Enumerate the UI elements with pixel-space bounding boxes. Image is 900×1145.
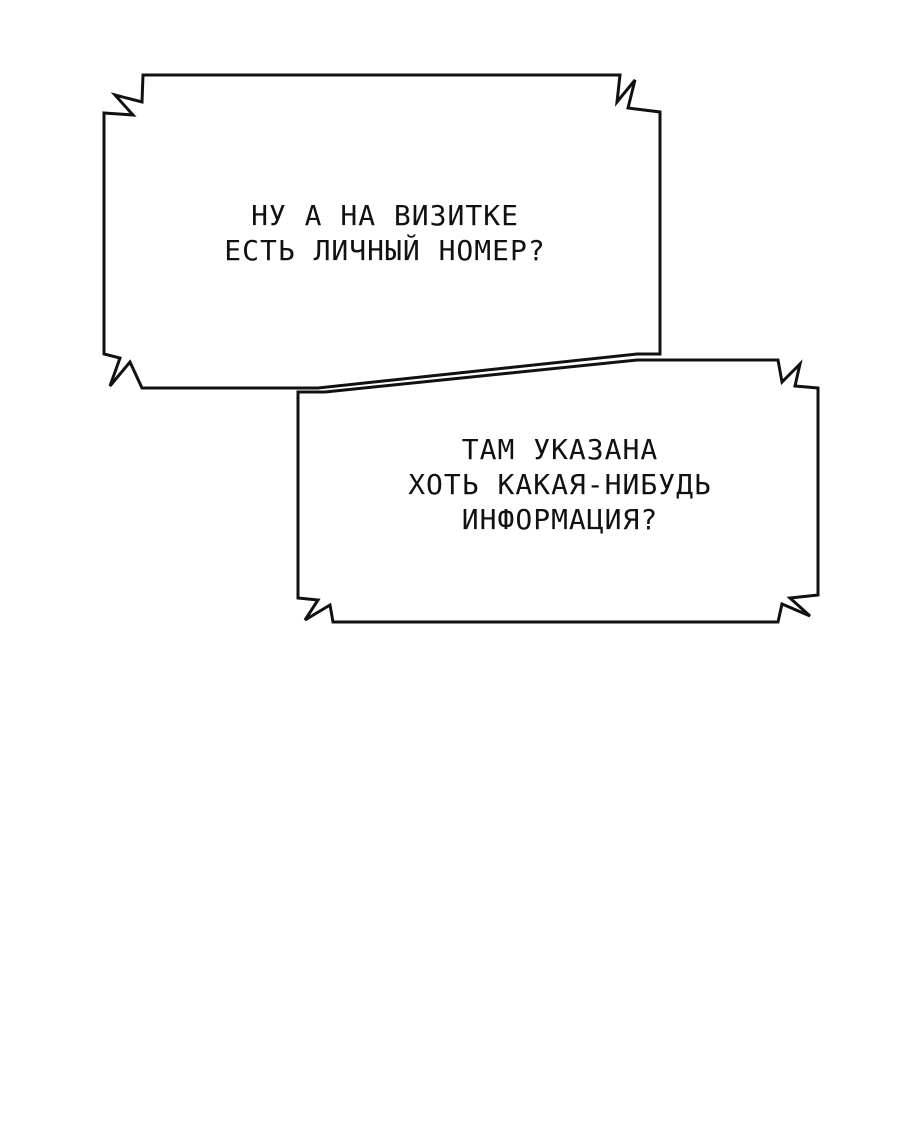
bubble-1-line-1: НУ А НА ВИЗИТКЕ xyxy=(251,199,519,232)
bubble-2-line-3: ИНФОРМАЦИЯ? xyxy=(461,503,659,536)
bubble-2-line-1: ТАМ УКАЗАНА xyxy=(461,433,659,466)
bubble-2-line-2: ХОТЬ КАКАЯ-НИБУДЬ xyxy=(408,468,712,501)
speech-bubble-2-outline xyxy=(296,358,820,624)
speech-bubble-1-outline xyxy=(102,73,662,390)
bubble-1-line-2: ЕСТЬ ЛИЧНЫЙ НОМЕР? xyxy=(224,234,546,267)
speech-bubble-1-text: НУ А НА ВИЗИТКЕ ЕСТЬ ЛИЧНЫЙ НОМЕР? xyxy=(220,198,550,268)
speech-bubble-2-text: ТАМ УКАЗАНА ХОТЬ КАКАЯ-НИБУДЬ ИНФОРМАЦИЯ… xyxy=(395,432,725,537)
